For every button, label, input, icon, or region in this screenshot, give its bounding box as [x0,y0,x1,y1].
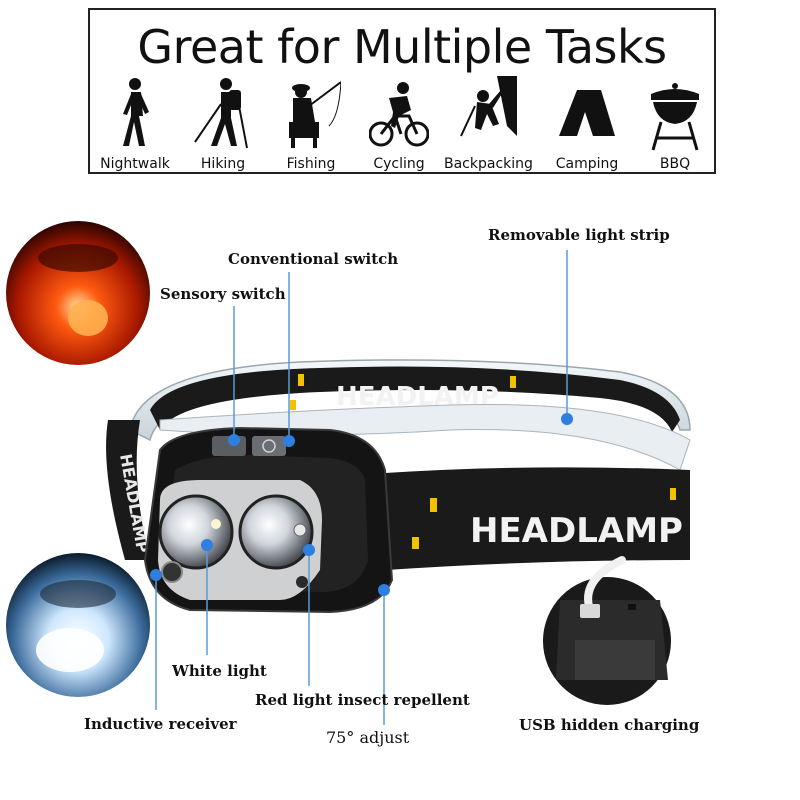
activity-label: Fishing [286,156,336,172]
label-removable-light-strip: Removable light strip [488,226,670,244]
callout-dots [150,413,573,596]
led-indicator [211,519,221,529]
strap-back [150,366,680,432]
reflective-mark [298,374,304,386]
activity-fishing: Fishing [268,76,354,172]
inductive-receiver [161,561,183,583]
grill-icon [651,83,699,151]
callout-dot [378,584,390,596]
strap-text-front: HEADLAMP [470,511,683,551]
reflective-mark [412,537,419,549]
callout-dot [561,413,573,425]
activity-banner: Great for Multiple Tasks Nightwalk Hikin… [88,8,716,174]
reflective-mark [670,488,676,500]
power-icon [262,439,276,453]
callout-dot [303,544,315,556]
label-conventional-switch: Conventional switch [228,250,399,268]
banner-title: Great for Multiple Tasks [137,20,667,74]
callout-dot [228,434,240,446]
conventional-switch[interactable] [252,436,286,456]
walker-icon [123,78,149,146]
activity-bbq: BBQ [632,76,718,172]
activity-label: BBQ [659,156,691,172]
sensor-port [296,576,308,588]
activity-label: Backpacking [444,156,533,172]
label-inductive-receiver: Inductive receiver [84,715,237,733]
label-white-light: White light [172,662,267,680]
activity-nightwalk: Nightwalk [92,76,178,172]
white-light-demo [6,553,150,697]
tent-icon [559,90,615,136]
white-light-lens [158,494,234,570]
callout-dot [150,569,162,581]
reflective-mark [510,376,516,388]
label-red-light: Red light insect repellent [255,691,470,709]
red-light-led [293,523,307,537]
activity-camping: Camping [544,76,630,172]
activity-cycling: Cycling [356,76,442,172]
hiker-icon [194,78,248,149]
cyclist-icon [369,82,429,147]
reflective-mark [430,498,437,512]
activity-label: Hiking [200,156,246,172]
activity-label: Cycling [373,156,425,172]
lamp-body [143,426,394,614]
red-light-demo [6,221,150,365]
callout-dot [201,539,213,551]
strap-side [106,420,150,560]
climber-icon [460,76,517,137]
reflective-mark [290,400,296,410]
fisher-icon [289,81,341,148]
callout-dot [283,435,295,447]
activity-label: Camping [555,156,619,172]
label-usb-charging: USB hidden charging [519,716,700,734]
activity-hiking: Hiking [180,76,266,172]
usb-charging-inset [543,556,671,705]
callout-lines [155,250,568,725]
label-sensory-switch: Sensory switch [160,285,286,303]
activity-backpacking: Backpacking [444,76,533,172]
activity-label: Nightwalk [100,156,170,172]
label-adjust: 75° adjust [326,728,410,747]
white-light-lens [238,494,314,570]
